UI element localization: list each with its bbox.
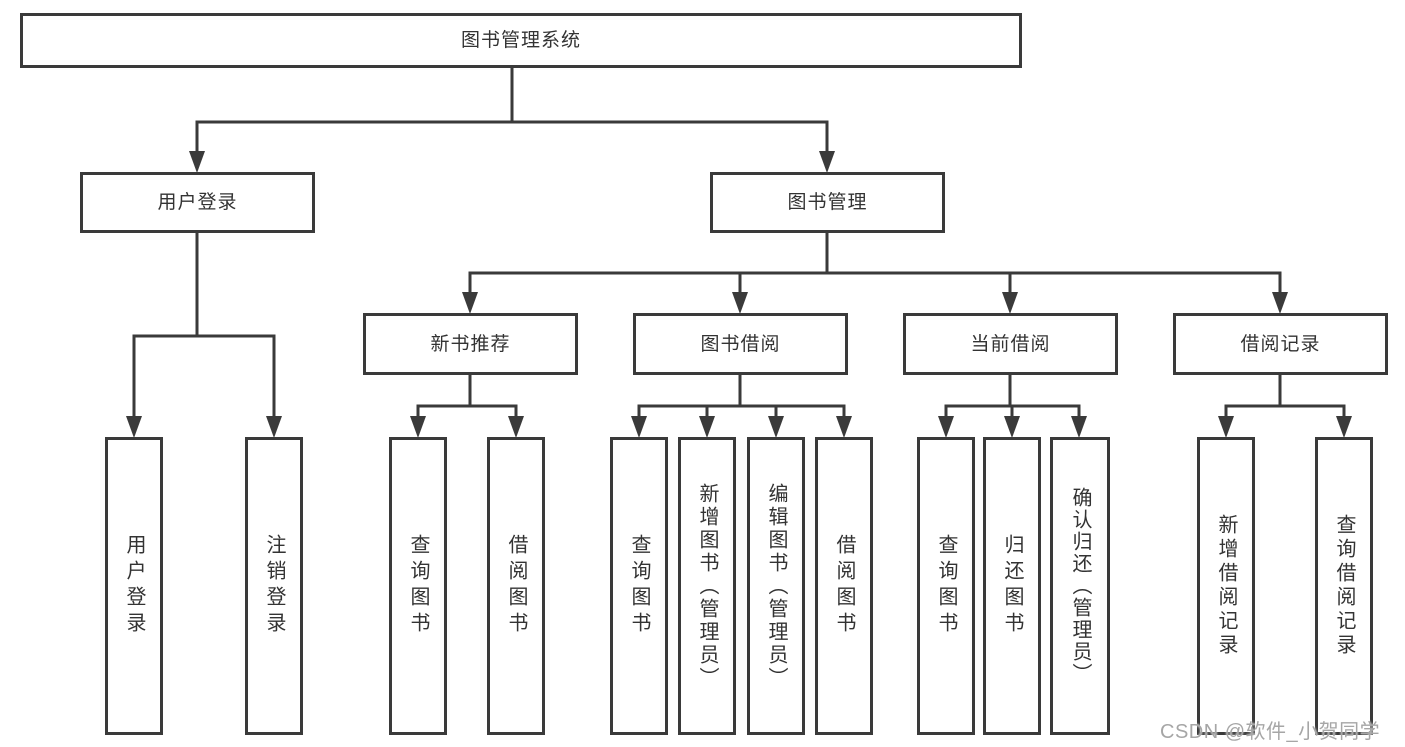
leaf-borrow-query-books: 查询图书 [610, 437, 668, 735]
node-book-borrow: 图书借阅 [633, 313, 848, 375]
node-current-borrow: 当前借阅 [903, 313, 1118, 375]
leaf-borrow-borrow-books: 借阅图书 [815, 437, 873, 735]
node-new-book-recommend: 新书推荐 [363, 313, 578, 375]
node-borrow-records: 借阅记录 [1173, 313, 1388, 375]
node-user-login-module: 用户登录 [80, 172, 315, 233]
leaf-newbook-query-books: 查询图书 [389, 437, 447, 735]
leaf-borrow-add-books-admin: 新增图书（管理员） [678, 437, 736, 735]
leaf-user-login: 用户登录 [105, 437, 163, 735]
csdn-watermark: CSDN @软件_小贺同学 [1160, 721, 1381, 743]
node-book-management-module: 图书管理 [710, 172, 945, 233]
leaf-current-confirm-return-admin: 确认归还（管理员） [1050, 437, 1110, 735]
leaf-logout: 注销登录 [245, 437, 303, 735]
leaf-borrow-edit-books-admin: 编辑图书（管理员） [747, 437, 805, 735]
leaf-newbook-borrow-books: 借阅图书 [487, 437, 545, 735]
leaf-current-return-books: 归还图书 [983, 437, 1041, 735]
leaf-current-query-books: 查询图书 [917, 437, 975, 735]
node-root-system: 图书管理系统 [20, 13, 1022, 68]
leaf-records-query-record: 查询借阅记录 [1315, 437, 1373, 735]
leaf-records-add-record: 新增借阅记录 [1197, 437, 1255, 735]
